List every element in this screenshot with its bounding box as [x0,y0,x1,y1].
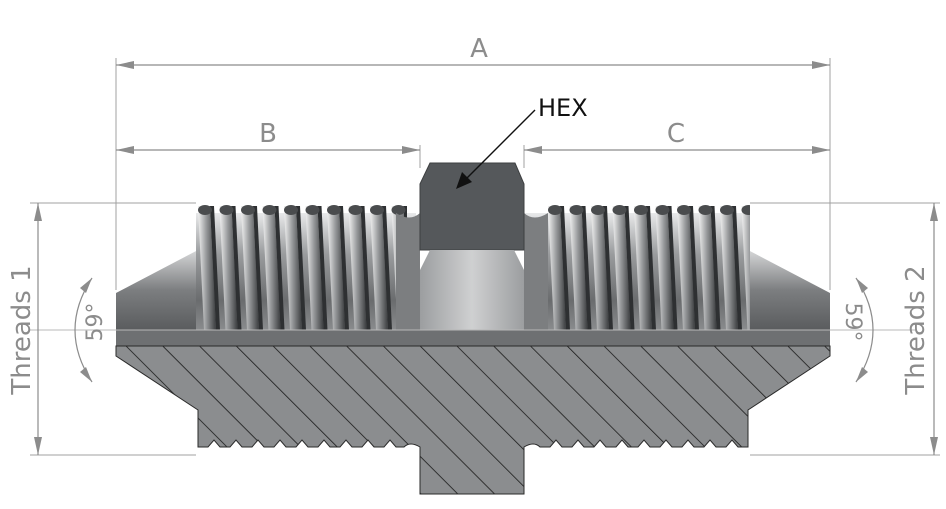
dimension-lines [30,58,940,456]
thread-root [382,206,392,330]
dimension-c-label: C [667,119,685,149]
dimension-a-label: A [470,34,488,64]
right-cone [748,250,830,330]
thread-tip [655,205,670,215]
thread-root [667,206,678,330]
hex-label: HEX [538,94,588,122]
section-cut [115,345,831,495]
left-thread-crests [198,205,407,330]
thread-tip [198,205,212,215]
hex-face-lower [420,250,524,330]
exterior-half [30,162,916,346]
right-relief-groove [524,213,548,330]
thread-root [603,206,613,330]
thread-root [710,206,721,330]
thread-tip [348,205,363,215]
threads-2-label: Threads 2 [901,265,931,395]
thread-tip [720,205,734,215]
thread-root [210,206,220,330]
thread-root [274,206,285,330]
thread-root [296,206,306,330]
dimension-b-label: B [259,119,277,149]
thread-tip [391,205,406,215]
thread-tip [284,205,298,215]
thread-tip [262,205,277,215]
hex-leader-arrow [456,172,472,189]
thread-tip [219,205,234,215]
thread-tip [612,205,627,215]
angle-label-right: 59° [840,303,865,342]
thread-root [732,206,742,330]
right-thread-crests [548,205,750,330]
thread-tip [698,205,713,215]
thread-root [689,206,699,330]
thread-tip [370,205,384,215]
angle-label-left: 59° [83,303,108,342]
thread-root [624,206,635,330]
hex-leader-line [461,109,536,184]
thread-root [581,206,592,330]
thread-tip [327,205,341,215]
threads-1-label: Threads 1 [7,265,37,395]
thread-tip [548,205,562,215]
centre-line-band [116,330,830,346]
thread-tip [591,205,605,215]
left-cone [116,250,198,330]
thread-tip [305,205,320,215]
thread-root [231,206,242,330]
thread-root [317,206,328,330]
thread-tip [677,205,691,215]
thread-root [560,206,570,330]
thread-root [360,206,371,330]
thread-tip [634,205,648,215]
hex-face-upper [419,162,525,251]
thread-tip [569,205,584,215]
thread-root [253,206,263,330]
thread-crest [741,206,750,330]
left-relief-groove [396,213,420,330]
thread-root [339,206,349,330]
thread-tip [241,205,255,215]
thread-tip [741,205,750,215]
thread-root [646,206,656,330]
